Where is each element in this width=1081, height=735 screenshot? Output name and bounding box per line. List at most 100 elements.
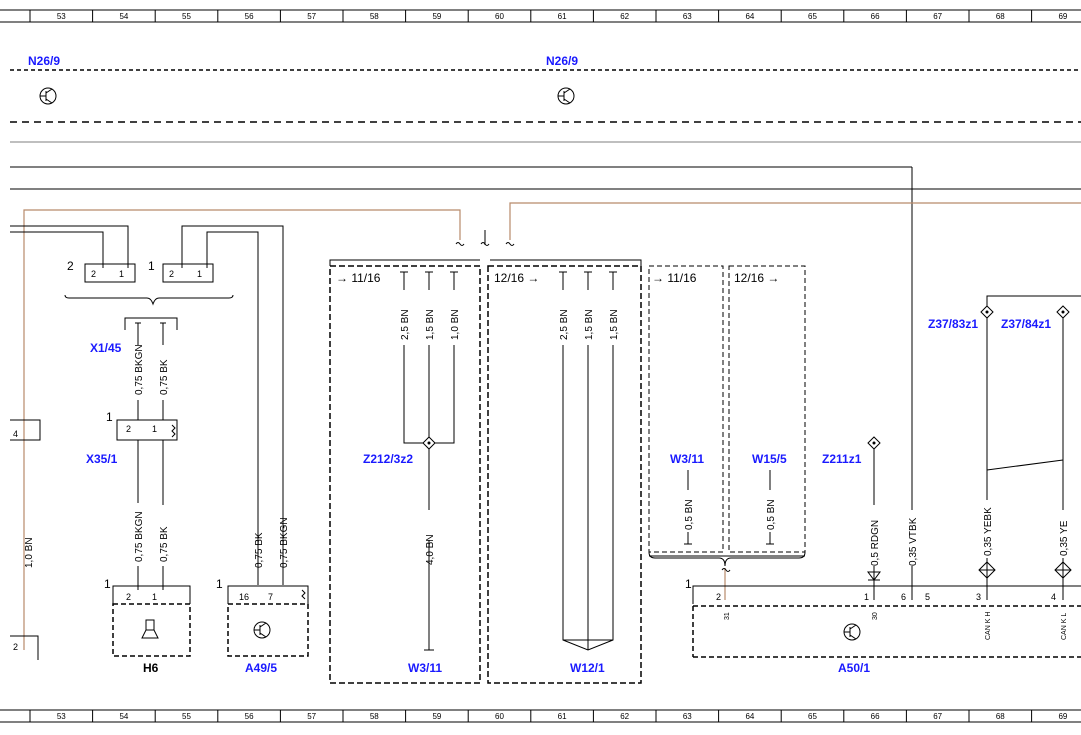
ref-label: → 11/16 <box>336 271 381 285</box>
wire-label: 2,5 BN <box>559 309 570 340</box>
grid-column-label: 60 <box>495 12 504 21</box>
ref-label: 12/16 → <box>734 271 779 285</box>
w3-11-box: → 11/16 2,5 BN 1,5 BN 1,0 BN Z212/3z2 4,… <box>329 259 481 684</box>
label-w3-11-mid: W3/11 <box>670 452 704 466</box>
grid-column-label: 69 <box>1058 712 1067 721</box>
grid-column-label: 53 <box>57 12 66 21</box>
label-a50-1: A50/1 <box>838 661 870 675</box>
label-z212-3z2: Z212/3z2 <box>363 452 413 466</box>
pin-label: 2 <box>13 642 18 652</box>
left-connector: 4 1,0 BN 2 <box>10 419 41 660</box>
label-a49-5: A49/5 <box>245 661 277 675</box>
grid-column-label: 54 <box>119 712 128 721</box>
h6-component: 1 2 1 H6 <box>104 577 191 675</box>
grid-column-label: 61 <box>558 712 567 721</box>
grid-column-label: 62 <box>620 12 629 21</box>
grid-column-label: 56 <box>245 712 254 721</box>
grid-column-label: 61 <box>558 12 567 21</box>
wire-label: 0,75 BKGN <box>134 344 145 395</box>
pin-label: CAN K L <box>1061 613 1068 640</box>
pin-label: 3 <box>976 592 981 602</box>
grid-column-label: 65 <box>808 712 817 721</box>
grid-column-label: 64 <box>745 712 754 721</box>
grid-column-label: 57 <box>307 712 316 721</box>
brown-wires <box>23 202 1081 650</box>
break-marks <box>455 242 731 572</box>
ref-label: → 11/16 <box>652 271 697 285</box>
grid-column-label: 53 <box>57 712 66 721</box>
x1-45-connector: 2 2 1 1 2 1 X1/45 <box>64 259 234 355</box>
grid-column-label: 63 <box>683 712 692 721</box>
horn-icon <box>141 619 159 639</box>
wire-label: 0,5 RDGN <box>870 520 881 566</box>
z37-splices: Z37/83z1 Z37/84z1 0,35 YEBK 0,35 YE <box>928 295 1081 600</box>
grid-column-label: 59 <box>432 12 441 21</box>
wire-label: 0,5 BN <box>684 499 695 530</box>
wire-label: 1,0 BN <box>450 309 461 340</box>
grid-column-label: 58 <box>370 712 379 721</box>
black-wires <box>10 225 486 585</box>
label-z211z1: Z211z1 <box>822 452 862 466</box>
pin-label: 1 <box>119 269 124 279</box>
label-w12-1: W12/1 <box>570 661 605 675</box>
transistor-icon <box>557 87 575 105</box>
wire-label: 0,35 YE <box>1059 520 1070 556</box>
label-n26-9-left: N26/9 <box>28 54 60 68</box>
grid-column-label: 68 <box>996 712 1005 721</box>
label-x35-1: X35/1 <box>86 452 118 466</box>
pin-label: 2 <box>126 424 131 434</box>
ref-label: 12/16 → <box>494 271 539 285</box>
wire-label: 0,75 BK <box>159 526 170 562</box>
label-z37-84z1: Z37/84z1 <box>1001 317 1051 331</box>
pin-label: 30 <box>872 612 879 620</box>
pin-label: 1 <box>148 259 155 273</box>
a49-5-component: 1 16 7 A49/5 <box>216 577 309 675</box>
label-x1-45: X1/45 <box>90 341 122 355</box>
pin-label: 2 <box>169 269 174 279</box>
grid-column-label: 66 <box>871 712 880 721</box>
grid-column-label: 66 <box>871 12 880 21</box>
label-z37-83z1: Z37/83z1 <box>928 317 978 331</box>
wire-label: 0,35 YEBK <box>983 507 994 556</box>
pin-label: 1 <box>104 577 111 591</box>
wire-label: 1,5 BN <box>609 309 620 340</box>
label-w3-11: W3/11 <box>408 661 442 675</box>
pin-label: 16 <box>239 592 249 602</box>
w12-1-box: 12/16 → 2,5 BN 1,5 BN 1,5 BN W12/1 <box>487 259 642 684</box>
wire-label: 0,75 BKGN <box>134 511 145 562</box>
pin-label: 1 <box>197 269 202 279</box>
grid-column-label: 56 <box>245 12 254 21</box>
grid-column-label: 68 <box>996 12 1005 21</box>
pin-label: 1 <box>106 410 113 424</box>
wire-label: 0,75 BK <box>159 359 170 395</box>
grid-column-label: 65 <box>808 12 817 21</box>
wire-label: 0,75 BK <box>254 532 265 568</box>
z211z1-splice: Z211z1 0,5 RDGN <box>822 436 881 600</box>
pin-label: 1 <box>216 577 223 591</box>
w3-w15-boxes: → 11/16 12/16 → W3/11 W15/5 0,5 BN 0,5 B… <box>648 265 806 567</box>
pin-label: 6 <box>901 592 906 602</box>
grid-column-label: 67 <box>933 12 942 21</box>
grid-column-label: 59 <box>432 712 441 721</box>
label-w15-5: W15/5 <box>752 452 787 466</box>
pin-label: 1 <box>864 592 869 602</box>
grid-column-label: 57 <box>307 12 316 21</box>
wire-label: 0,35 VTBK <box>908 517 919 566</box>
grid-column-label: 62 <box>620 712 629 721</box>
pin-label: CAN K H <box>985 612 992 640</box>
grid-column-label: 64 <box>745 12 754 21</box>
grid-column-label: 55 <box>182 712 191 721</box>
wire-label: 0,75 BKGN <box>279 517 290 568</box>
wire-label: 1,0 BN <box>24 537 35 568</box>
pin-label: 1 <box>152 424 157 434</box>
pin-label: 4 <box>1051 592 1056 602</box>
pin-label: 31 <box>724 612 731 620</box>
pin-label: 2 <box>126 592 131 602</box>
label-h6: H6 <box>143 661 159 675</box>
wire-label: 1,5 BN <box>425 309 436 340</box>
transistor-icon <box>253 621 271 639</box>
grid-column-label: 55 <box>182 12 191 21</box>
